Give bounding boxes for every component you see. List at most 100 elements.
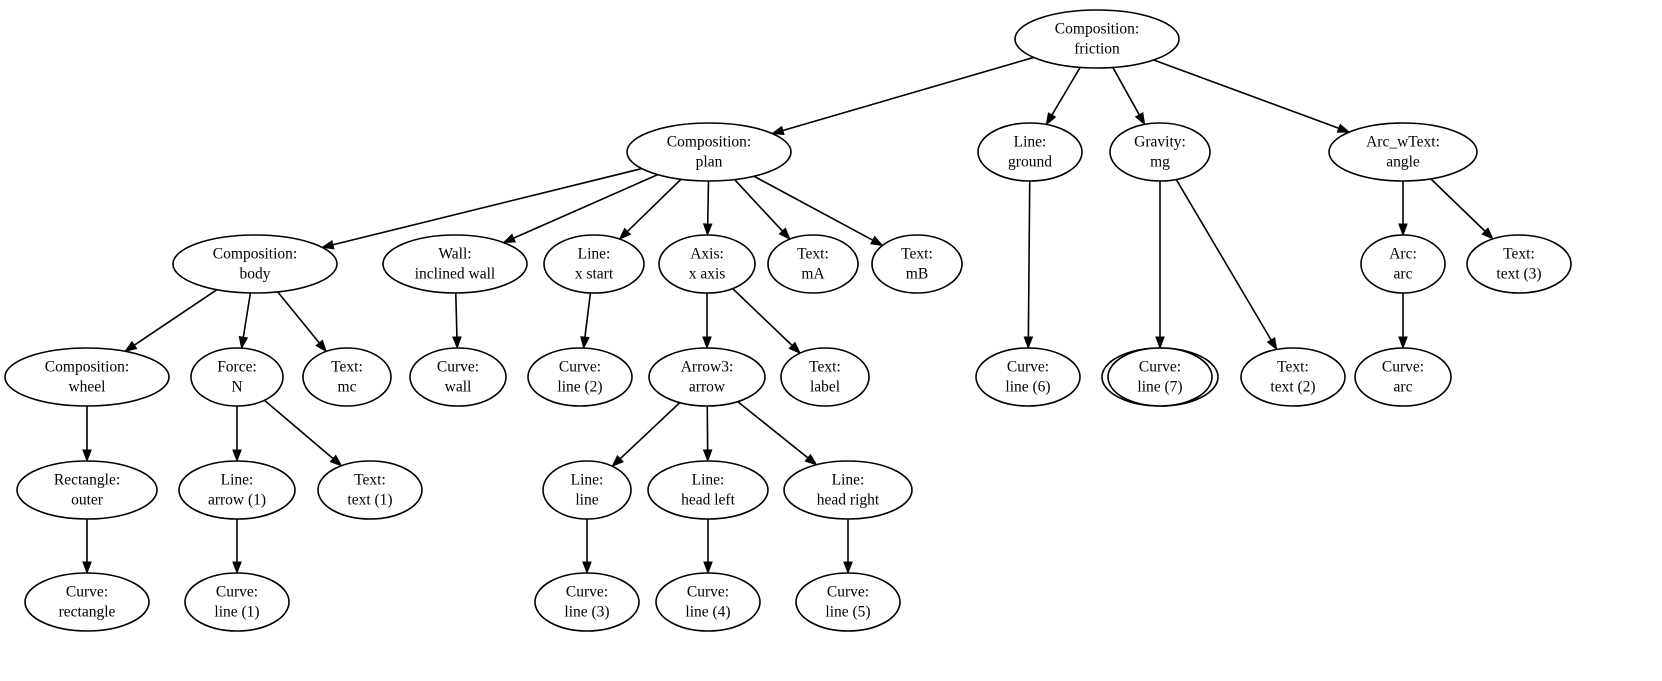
node-shape-headright[interactable] <box>783 460 913 520</box>
arrowhead-body-to-forceN <box>238 336 249 350</box>
node-shape-arrow1[interactable] <box>178 460 296 520</box>
node-mA[interactable]: Text:mA <box>767 234 859 294</box>
node-xaxis[interactable]: Axis:x axis <box>658 234 756 294</box>
node-arrow3[interactable]: Arrow3:arrow <box>648 347 766 407</box>
arrowhead-headleft-to-line4 <box>703 561 713 575</box>
node-shape-mB[interactable] <box>871 234 963 294</box>
node-shape-body[interactable] <box>172 234 338 294</box>
node-plan[interactable]: Composition:plan <box>626 122 792 182</box>
node-line2[interactable]: Curve: line (2) <box>527 347 633 407</box>
node-shape-gravity[interactable] <box>1109 122 1211 182</box>
node-shape-arc[interactable] <box>1360 234 1446 294</box>
node-shape-xstart[interactable] <box>543 234 645 294</box>
node-friction[interactable]: Composition:friction <box>1014 9 1180 69</box>
node-shape-mA[interactable] <box>767 234 859 294</box>
node-shape-line7[interactable] <box>1107 347 1213 407</box>
node-mc[interactable]: Text:mc <box>302 347 392 407</box>
node-line6[interactable]: Curve:line (6) <box>975 347 1081 407</box>
node-label-type-line1: Curve: <box>216 584 258 601</box>
edge-plan-to-wall <box>513 173 659 239</box>
node-label-type-curvearc: Curve: <box>1382 359 1424 376</box>
node-text2[interactable]: Text:text (2) <box>1240 347 1346 407</box>
node-wheel[interactable]: Composition:wheel <box>4 347 170 407</box>
node-label-name-line1: line (1) <box>214 604 259 621</box>
edge-xaxis-to-label <box>732 287 793 347</box>
node-gravity[interactable]: Gravity:mg <box>1109 122 1211 182</box>
node-headleft[interactable]: Line:head left <box>647 460 769 520</box>
arrowhead-wall-to-curvewall <box>452 336 462 350</box>
node-shape-line5[interactable] <box>795 572 901 632</box>
node-shape-arrow3[interactable] <box>648 347 766 407</box>
node-shape-text2[interactable] <box>1240 347 1346 407</box>
node-shape-xaxis[interactable] <box>658 234 756 294</box>
node-xstart[interactable]: Line:x start <box>543 234 645 294</box>
node-shape-line4[interactable] <box>655 572 761 632</box>
node-shape-plan[interactable] <box>626 122 792 182</box>
node-shape-line1[interactable] <box>184 572 290 632</box>
node-shape-text3[interactable] <box>1466 234 1572 294</box>
node-curvewall[interactable]: Curve:wall <box>409 347 507 407</box>
node-mB[interactable]: Text:mB <box>871 234 963 294</box>
node-line1[interactable]: Curve: line (1) <box>184 572 290 632</box>
node-shape-curvearc[interactable] <box>1354 347 1452 407</box>
node-shape-curverect[interactable] <box>24 572 150 632</box>
edge-friction-to-gravity <box>1112 67 1140 116</box>
node-shape-curvewall[interactable] <box>409 347 507 407</box>
node-arrow1[interactable]: Line:arrow (1) <box>178 460 296 520</box>
node-shape-wheel[interactable] <box>4 347 170 407</box>
edge-body-to-forceN <box>242 292 252 338</box>
node-shape-forceN[interactable] <box>190 347 284 407</box>
node-shape-line2[interactable] <box>527 347 633 407</box>
node-shape-text1[interactable] <box>317 460 423 520</box>
edge-body-to-wheel <box>133 289 218 346</box>
node-label-type-arcwtext: Arc_wText: <box>1366 134 1440 151</box>
node-shape-friction[interactable] <box>1014 9 1180 69</box>
node-arcwtext[interactable]: Arc_wText:angle <box>1328 122 1478 182</box>
node-curvearc[interactable]: Curve:arc <box>1354 347 1452 407</box>
node-shape-line3[interactable] <box>534 572 640 632</box>
node-line3[interactable]: Curve:line (3) <box>534 572 640 632</box>
node-label-type-ground: Line: <box>1014 134 1047 151</box>
arrowhead-arrow3-to-headleft <box>702 449 713 463</box>
node-shape-ground[interactable] <box>977 122 1083 182</box>
node-lineline[interactable]: Line:line <box>542 460 632 520</box>
node-curverect[interactable]: Curve:rectangle <box>24 572 150 632</box>
node-label-name-arc: arc <box>1394 266 1413 283</box>
node-label-name-forceN: N <box>231 379 242 396</box>
arrowhead-xaxis-to-arrow3 <box>702 336 712 350</box>
node-shape-wall[interactable] <box>382 234 528 294</box>
node-label-type-arrow3: Arrow3: <box>681 359 734 376</box>
node-label-type-mA: Text: <box>797 246 829 263</box>
node-label-name-line2: line (2) <box>557 379 602 396</box>
node-body[interactable]: Composition:body <box>172 234 338 294</box>
arrowhead-plan-to-xstart <box>618 227 632 241</box>
node-shape-lineline[interactable] <box>542 460 632 520</box>
node-line5[interactable]: Curve:line (5) <box>795 572 901 632</box>
node-shape-arcwtext[interactable] <box>1328 122 1478 182</box>
node-forceN[interactable]: Force: N <box>190 347 284 407</box>
arrowhead-wheel-to-rectouter <box>82 449 92 463</box>
node-text1[interactable]: Text:text (1) <box>317 460 423 520</box>
node-rectouter[interactable]: Rectangle:outer <box>16 460 158 520</box>
node-shape-rectouter[interactable] <box>16 460 158 520</box>
arrowhead-plan-to-xaxis <box>702 223 713 237</box>
node-label-name-line5: line (5) <box>825 604 870 621</box>
node-wall[interactable]: Wall:inclined wall <box>382 234 528 294</box>
node-shape-label[interactable] <box>780 347 870 407</box>
node-arc[interactable]: Arc:arc <box>1360 234 1446 294</box>
node-line7[interactable]: Curve:line (7) <box>1107 347 1213 407</box>
node-line4[interactable]: Curve:line (4) <box>655 572 761 632</box>
node-text3[interactable]: Text:text (3) <box>1466 234 1572 294</box>
node-headright[interactable]: Line:head right <box>783 460 913 520</box>
node-label-type-line2: Curve: <box>559 359 601 376</box>
arrowhead-plan-to-mB <box>870 235 884 247</box>
node-label-type-line4: Curve: <box>687 584 729 601</box>
node-label-type-forceN: Force: <box>217 359 257 376</box>
node-shape-mc[interactable] <box>302 347 392 407</box>
node-label-name-mB: mB <box>906 266 928 283</box>
node-label-type-rectouter: Rectangle: <box>54 472 120 489</box>
node-ground[interactable]: Line:ground <box>977 122 1083 182</box>
node-label[interactable]: Text:label <box>780 347 870 407</box>
node-shape-line6[interactable] <box>975 347 1081 407</box>
node-shape-headleft[interactable] <box>647 460 769 520</box>
